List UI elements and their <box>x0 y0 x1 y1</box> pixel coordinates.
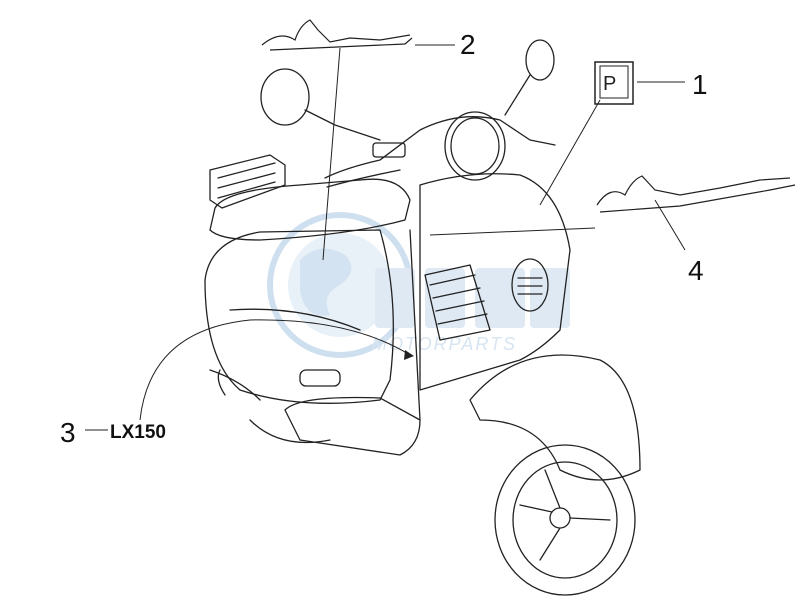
scooter-illustration <box>204 39 641 596</box>
headlight <box>444 111 506 181</box>
floorboard <box>284 396 421 456</box>
rear-wheel <box>249 419 331 444</box>
callout-3: 3 <box>60 417 76 448</box>
front-wheel <box>494 444 636 596</box>
model-label: LX150 <box>110 422 166 443</box>
rear-body <box>204 229 394 404</box>
watermark-letters <box>375 268 570 328</box>
callout-2: 2 <box>460 29 476 60</box>
badge-letter: P <box>603 73 616 95</box>
piaggio-badge: P <box>594 61 634 105</box>
vespa-logo-4 <box>596 175 796 213</box>
callout-4: 4 <box>688 255 704 286</box>
front-fender <box>469 354 641 481</box>
vespa-logo-2 <box>261 19 413 51</box>
callout-1: 1 <box>692 69 708 100</box>
watermark-subtext: MOTORPARTS <box>372 334 517 354</box>
leg-shield <box>419 173 571 391</box>
leader-lines <box>85 44 686 431</box>
left-mirror <box>260 68 310 126</box>
watermark: MOTORPARTS <box>267 212 570 358</box>
seat <box>209 178 411 241</box>
right-mirror <box>525 39 555 81</box>
